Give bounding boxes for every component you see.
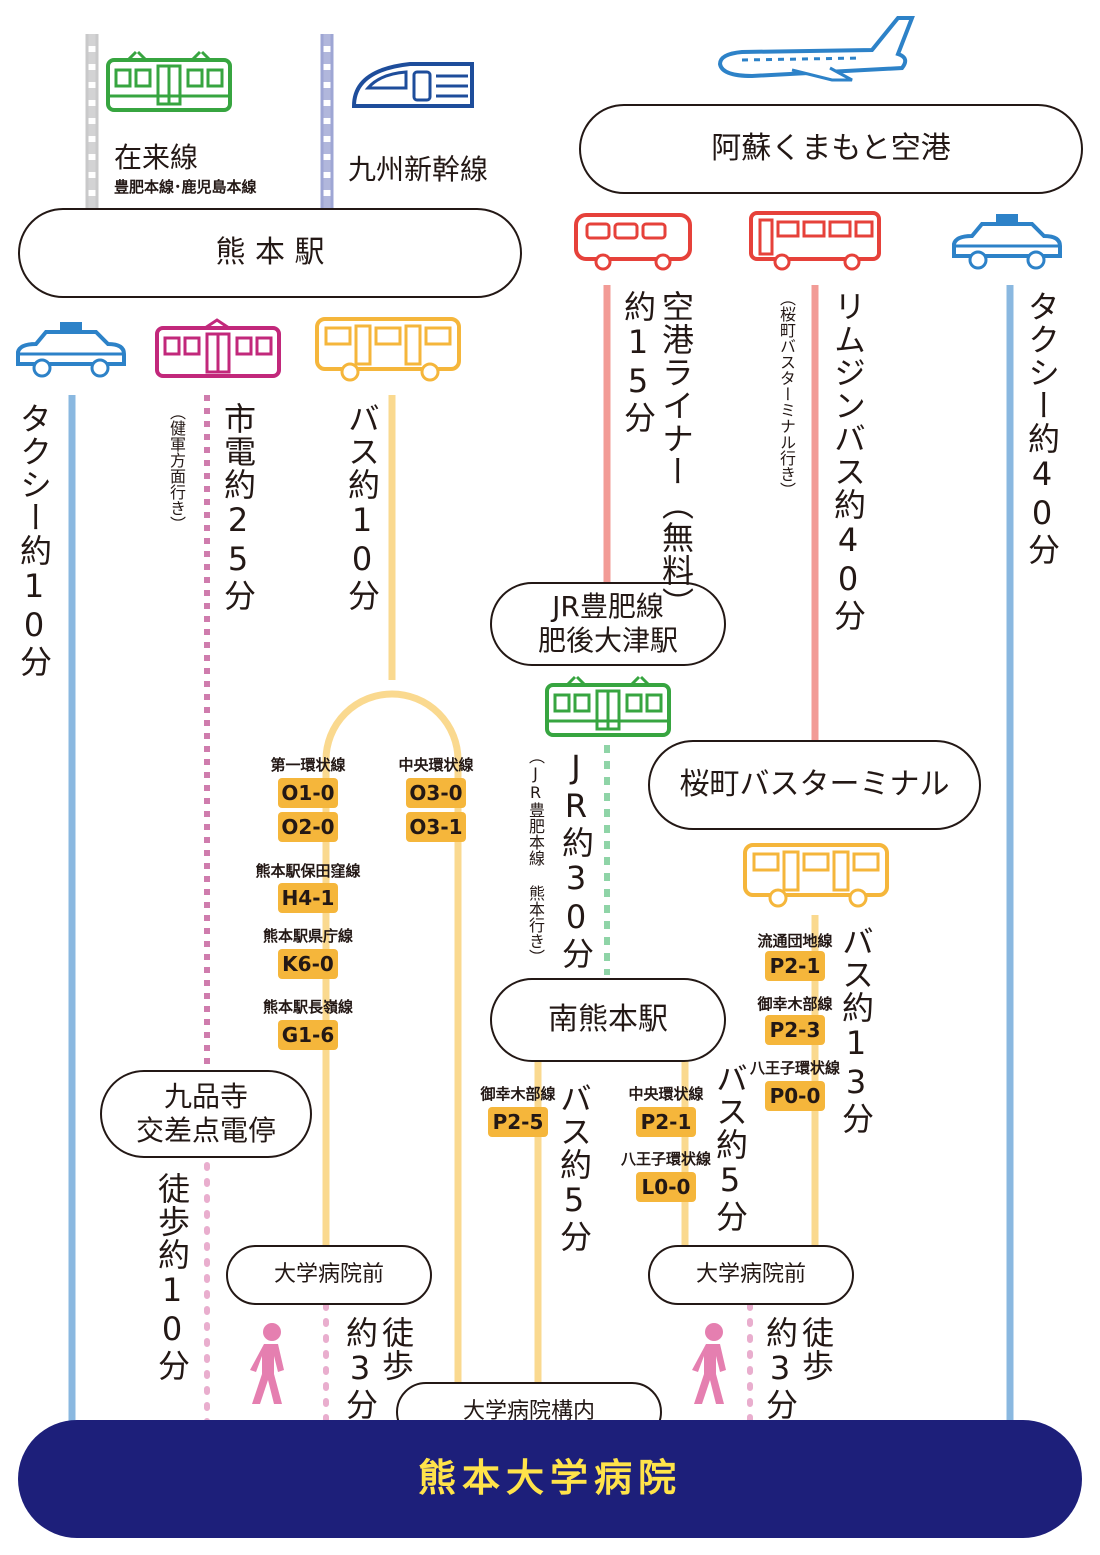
bus-badge-h4: H4-1 <box>278 883 338 913</box>
zairai-sub-label: 豊肥本線･鹿児島本線 <box>114 178 257 196</box>
bus-badge-o3-0: O3-0 <box>406 778 466 808</box>
stop-byoin-mae-left[interactable]: 大学病院前 <box>226 1245 432 1305</box>
stop-byoin-mae-left-label: 大学病院前 <box>273 1261 384 1287</box>
route-walk-left-2: 約3分 <box>341 1316 379 1421</box>
route-bus-sakura: バス約13分 <box>837 925 875 1135</box>
walking-person-icon <box>250 1323 284 1404</box>
station-kuhonji[interactable]: 九品寺 交差点電停 <box>100 1070 312 1158</box>
bus-line-kumamoto <box>322 395 462 1385</box>
shinkansen-label: 九州新幹線 <box>348 153 489 186</box>
station-kuhonji-line2: 交差点電停 <box>135 1114 276 1147</box>
bus-label-chuo-low: 中央環状線 <box>628 1085 704 1103</box>
bus-badge-p2-1-low: P2-1 <box>636 1107 696 1137</box>
bus-icon <box>749 211 881 271</box>
bus-icon <box>743 843 889 908</box>
route-bus-minami-right: バス約5分 <box>711 1062 749 1233</box>
bus-label-omiki-right: 御幸木部線 <box>757 995 833 1013</box>
route-bus-minami-left: バス約5分 <box>555 1082 593 1253</box>
bus-badge-k6: K6-0 <box>278 949 338 979</box>
route-jr: JR約30分 <box>557 748 595 970</box>
stop-byoin-konai-label: 大学病院構内 <box>462 1398 595 1424</box>
route-bus-kumamoto: バス約10分 <box>343 402 381 612</box>
destination-hospital[interactable]: 熊本大学病院 <box>18 1420 1082 1538</box>
route-tram: 市電約25分 <box>219 402 257 612</box>
bus-badge-p0-0: P0-0 <box>765 1081 825 1111</box>
walking-person-icon <box>692 1323 726 1404</box>
bus-icon <box>574 213 692 271</box>
route-airport-liner: 空港ライナー（無料） <box>657 290 695 620</box>
train-icon <box>106 50 232 112</box>
tram-icon <box>155 318 281 378</box>
route-tram-note: （健軍方面行き） <box>167 404 186 532</box>
bus-badge-o1: O1-0 <box>278 778 338 808</box>
station-kumamoto-label: 熊 本 駅 <box>215 235 325 270</box>
station-minami-kumamoto[interactable]: 南熊本駅 <box>490 978 726 1062</box>
zairai-rail-lines <box>85 34 99 208</box>
bus-badge-p2-1-top: P2-1 <box>765 951 825 981</box>
bus-label-chuo-top: 中央環状線 <box>398 756 474 774</box>
station-higo-ozu-line1: JR豊肥線 <box>552 590 664 624</box>
bus-badge-l0-0: L0-0 <box>636 1172 696 1202</box>
bus-badge-p2-5: P2-5 <box>488 1107 548 1137</box>
station-airport-label: 阿蘇くまもと空港 <box>711 131 951 166</box>
station-higo-ozu-line2: 肥後大津駅 <box>537 624 678 657</box>
bus-badge-o2: O2-0 <box>278 812 338 842</box>
bus-label-hotakubo: 熊本駅保田窪線 <box>255 862 361 880</box>
station-sakuramachi-label: 桜町バスターミナル <box>679 767 950 802</box>
route-walk-left-1: 徒歩 <box>377 1316 415 1382</box>
route-limousine: リムジンバス約40分 <box>829 290 867 632</box>
station-minami-kumamoto-label: 南熊本駅 <box>548 1002 668 1037</box>
destination-hospital-label: 熊本大学病院 <box>417 1456 682 1501</box>
bus-label-omiki-left: 御幸木部線 <box>480 1085 556 1103</box>
station-kuhonji-line1: 九品寺 <box>163 1080 248 1114</box>
bus-label-ryutsu: 流通団地線 <box>757 932 833 950</box>
bus-label-kencho: 熊本駅県庁線 <box>262 927 354 945</box>
taxi-icon <box>16 322 126 378</box>
station-kumamoto[interactable]: 熊 本 駅 <box>18 208 522 298</box>
stop-byoin-mae-right-label: 大学病院前 <box>695 1261 806 1287</box>
station-airport[interactable]: 阿蘇くまもと空港 <box>579 104 1083 194</box>
route-jr-note: （JR豊肥本線 熊本行き） <box>526 748 545 965</box>
route-taxi-right: タクシー約40分 <box>1023 290 1061 566</box>
taxi-icon <box>952 214 1062 270</box>
shinkansen-icon <box>351 62 474 108</box>
bus-label-hachioji-low: 八王子環状線 <box>620 1150 712 1168</box>
bus-icon <box>315 317 461 382</box>
route-walk-right-1: 徒歩 <box>797 1316 835 1382</box>
bus-label-hachioji-right: 八王子環状線 <box>749 1059 841 1077</box>
bus-badge-o3-1: O3-1 <box>406 812 466 842</box>
route-airport-liner-time: 約15分 <box>619 290 657 434</box>
bus-label-daiichi: 第一環状線 <box>270 756 346 774</box>
zairai-label: 在来線 <box>114 141 199 174</box>
station-higo-ozu[interactable]: JR豊肥線 肥後大津駅 <box>490 582 726 666</box>
airplane-icon <box>717 16 915 82</box>
route-taxi-left: タクシー約10分 <box>15 402 53 678</box>
bus-badge-g1: G1-6 <box>278 1020 338 1050</box>
stop-byoin-mae-right[interactable]: 大学病院前 <box>648 1245 854 1305</box>
route-walk-kuhonji: 徒歩約10分 <box>153 1172 191 1382</box>
route-walk-right-2: 約3分 <box>761 1316 799 1421</box>
shinkansen-rail-lines <box>320 34 334 208</box>
route-limousine-note: （桜町バスターミナル行き） <box>777 290 796 498</box>
bus-label-nagamine: 熊本駅長嶺線 <box>262 998 354 1016</box>
bus-badge-p2-3: P2-3 <box>765 1015 825 1045</box>
station-sakuramachi[interactable]: 桜町バスターミナル <box>648 740 981 830</box>
train-icon <box>545 675 671 737</box>
